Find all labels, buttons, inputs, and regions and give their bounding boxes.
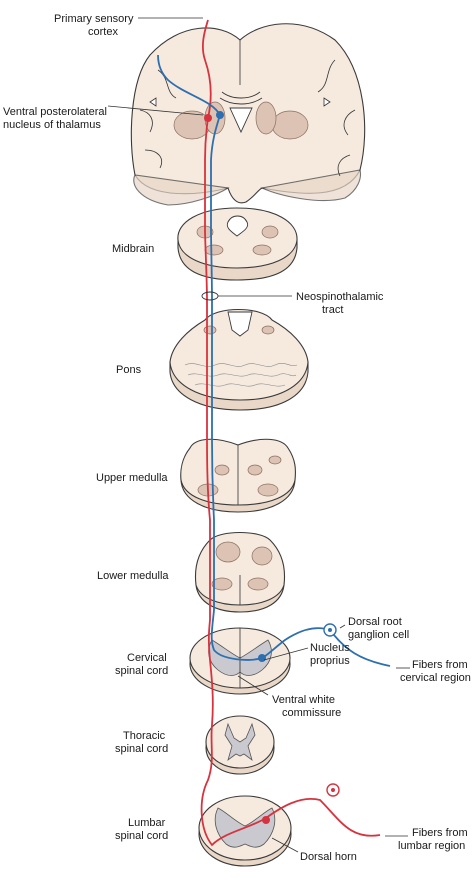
label-dorsal-root: Dorsal root xyxy=(348,616,402,628)
label-lumbar-2: spinal cord xyxy=(115,830,168,842)
pathway-lines xyxy=(157,19,391,847)
label-cervical-2: spinal cord xyxy=(115,665,168,677)
label-dorsal-horn: Dorsal horn xyxy=(300,851,357,863)
label-vpl-2: nucleus of thalamus xyxy=(3,119,101,131)
label-ventral-white-commissure-2: commissure xyxy=(282,707,341,719)
brain-coronal-section xyxy=(130,23,366,206)
cervical-ganglion-icon xyxy=(323,623,337,637)
vpl-red-synapse xyxy=(204,114,212,122)
lower-medulla-section xyxy=(194,532,286,613)
label-lower-medulla: Lower medulla xyxy=(97,570,169,582)
label-dorsal-root-2: ganglion cell xyxy=(348,629,409,641)
labels: Primary sensory cortex Ventral posterola… xyxy=(3,13,471,863)
lumbar-ganglion-icon xyxy=(326,783,340,797)
label-pons: Pons xyxy=(116,364,142,376)
cervical-synapse xyxy=(258,654,266,662)
vpl-blue-synapse xyxy=(216,111,224,119)
label-neospinothalamic: Neospinothalamic xyxy=(296,291,384,303)
label-primary-sensory-cortex: Primary sensory xyxy=(54,13,134,25)
cervical-pathway-blue xyxy=(157,54,391,667)
label-fibers-cervical-2: cervical region xyxy=(400,672,471,684)
midbrain-section xyxy=(177,207,298,281)
label-upper-medulla: Upper medulla xyxy=(96,472,168,484)
pons-section xyxy=(169,308,309,411)
label-fibers-cervical: Fibers from xyxy=(412,659,468,671)
lumbar-synapse xyxy=(262,816,270,824)
label-nucleus-proprius-2: proprius xyxy=(310,655,350,667)
label-nucleus-proprius: Nucleus xyxy=(310,642,350,654)
upper-medulla-section xyxy=(180,438,297,513)
label-vpl: Ventral posterolateral xyxy=(3,106,107,118)
label-midbrain: Midbrain xyxy=(112,243,154,255)
label-cervical: Cervical xyxy=(127,652,167,664)
label-ventral-white-commissure: Ventral white xyxy=(272,694,335,706)
thoracic-cord-section xyxy=(205,715,275,775)
label-neospinothalamic-2: tract xyxy=(322,304,343,316)
label-primary-sensory-cortex-2: cortex xyxy=(88,26,118,38)
label-thoracic: Thoracic xyxy=(123,730,166,742)
cervical-cord-section xyxy=(189,627,291,695)
label-fibers-lumbar-2: lumbar region xyxy=(398,840,465,852)
tract-marker xyxy=(201,291,219,301)
lumbar-cord-section xyxy=(198,795,292,867)
leader-lines xyxy=(107,17,410,853)
label-fibers-lumbar: Fibers from xyxy=(412,827,468,839)
label-thoracic-2: spinal cord xyxy=(115,743,168,755)
label-lumbar: Lumbar xyxy=(128,817,166,829)
